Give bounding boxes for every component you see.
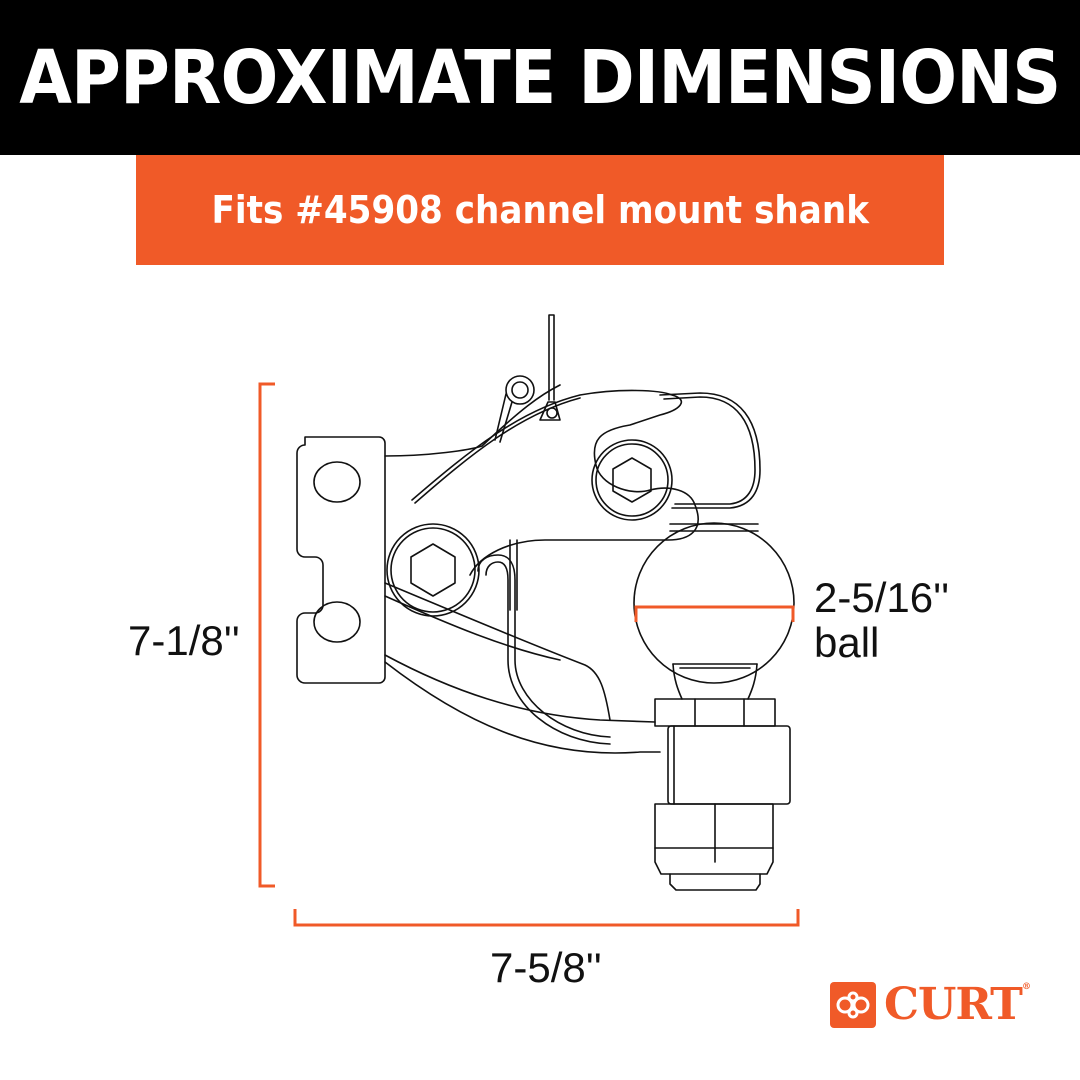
ball-dimension-label: 2-5/16'' ball [814, 575, 949, 666]
ball-dimension-line [634, 605, 795, 622]
brand-name: CURT® [884, 982, 1031, 1027]
width-dimension-bracket [293, 909, 800, 927]
fitment-text: Fits #45908 channel mount shank [211, 188, 869, 232]
fitment-banner: Fits #45908 channel mount shank [136, 155, 944, 265]
height-dimension-label: 7-1/8'' [128, 617, 240, 664]
header-bar: APPROXIMATE DIMENSIONS [0, 0, 1080, 155]
curt-interlocking-rings-icon [830, 982, 876, 1028]
page-title: APPROXIMATE DIMENSIONS [19, 34, 1061, 121]
width-dimension-label: 7-5/8'' [490, 944, 602, 991]
ball-size-value: 2-5/16'' [814, 574, 950, 621]
brand-wordmark: CURT [884, 979, 1023, 1030]
mount-plate [296, 436, 386, 684]
registered-mark: ® [1021, 982, 1031, 992]
height-dimension-bracket [258, 382, 275, 888]
ball-size-caption: ball [814, 619, 880, 667]
brand-logo: CURT® [830, 982, 1031, 1028]
